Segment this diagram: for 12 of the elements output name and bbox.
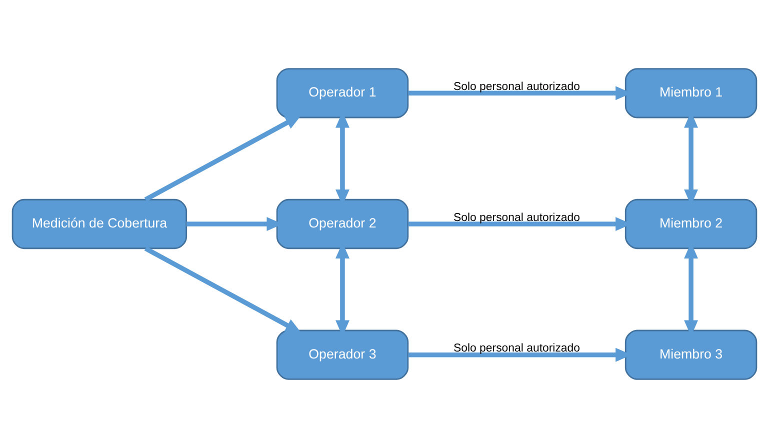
node-box: Miembro 1: [624, 68, 758, 118]
edge-label: Solo personal autorizado: [453, 342, 580, 354]
edge-label: Solo personal autorizado: [453, 80, 580, 92]
node-box: Miembro 3: [624, 329, 758, 380]
node-box: Medición de Cobertura: [12, 198, 188, 249]
node-box: Operador 3: [276, 329, 409, 380]
node-box: Operador 2: [276, 198, 409, 249]
arrow: [144, 246, 302, 333]
arrow: [144, 114, 302, 202]
edge-label: Solo personal autorizado: [453, 211, 580, 224]
node-box: Operador 1: [276, 68, 409, 118]
node-box: Miembro 2: [624, 198, 758, 249]
